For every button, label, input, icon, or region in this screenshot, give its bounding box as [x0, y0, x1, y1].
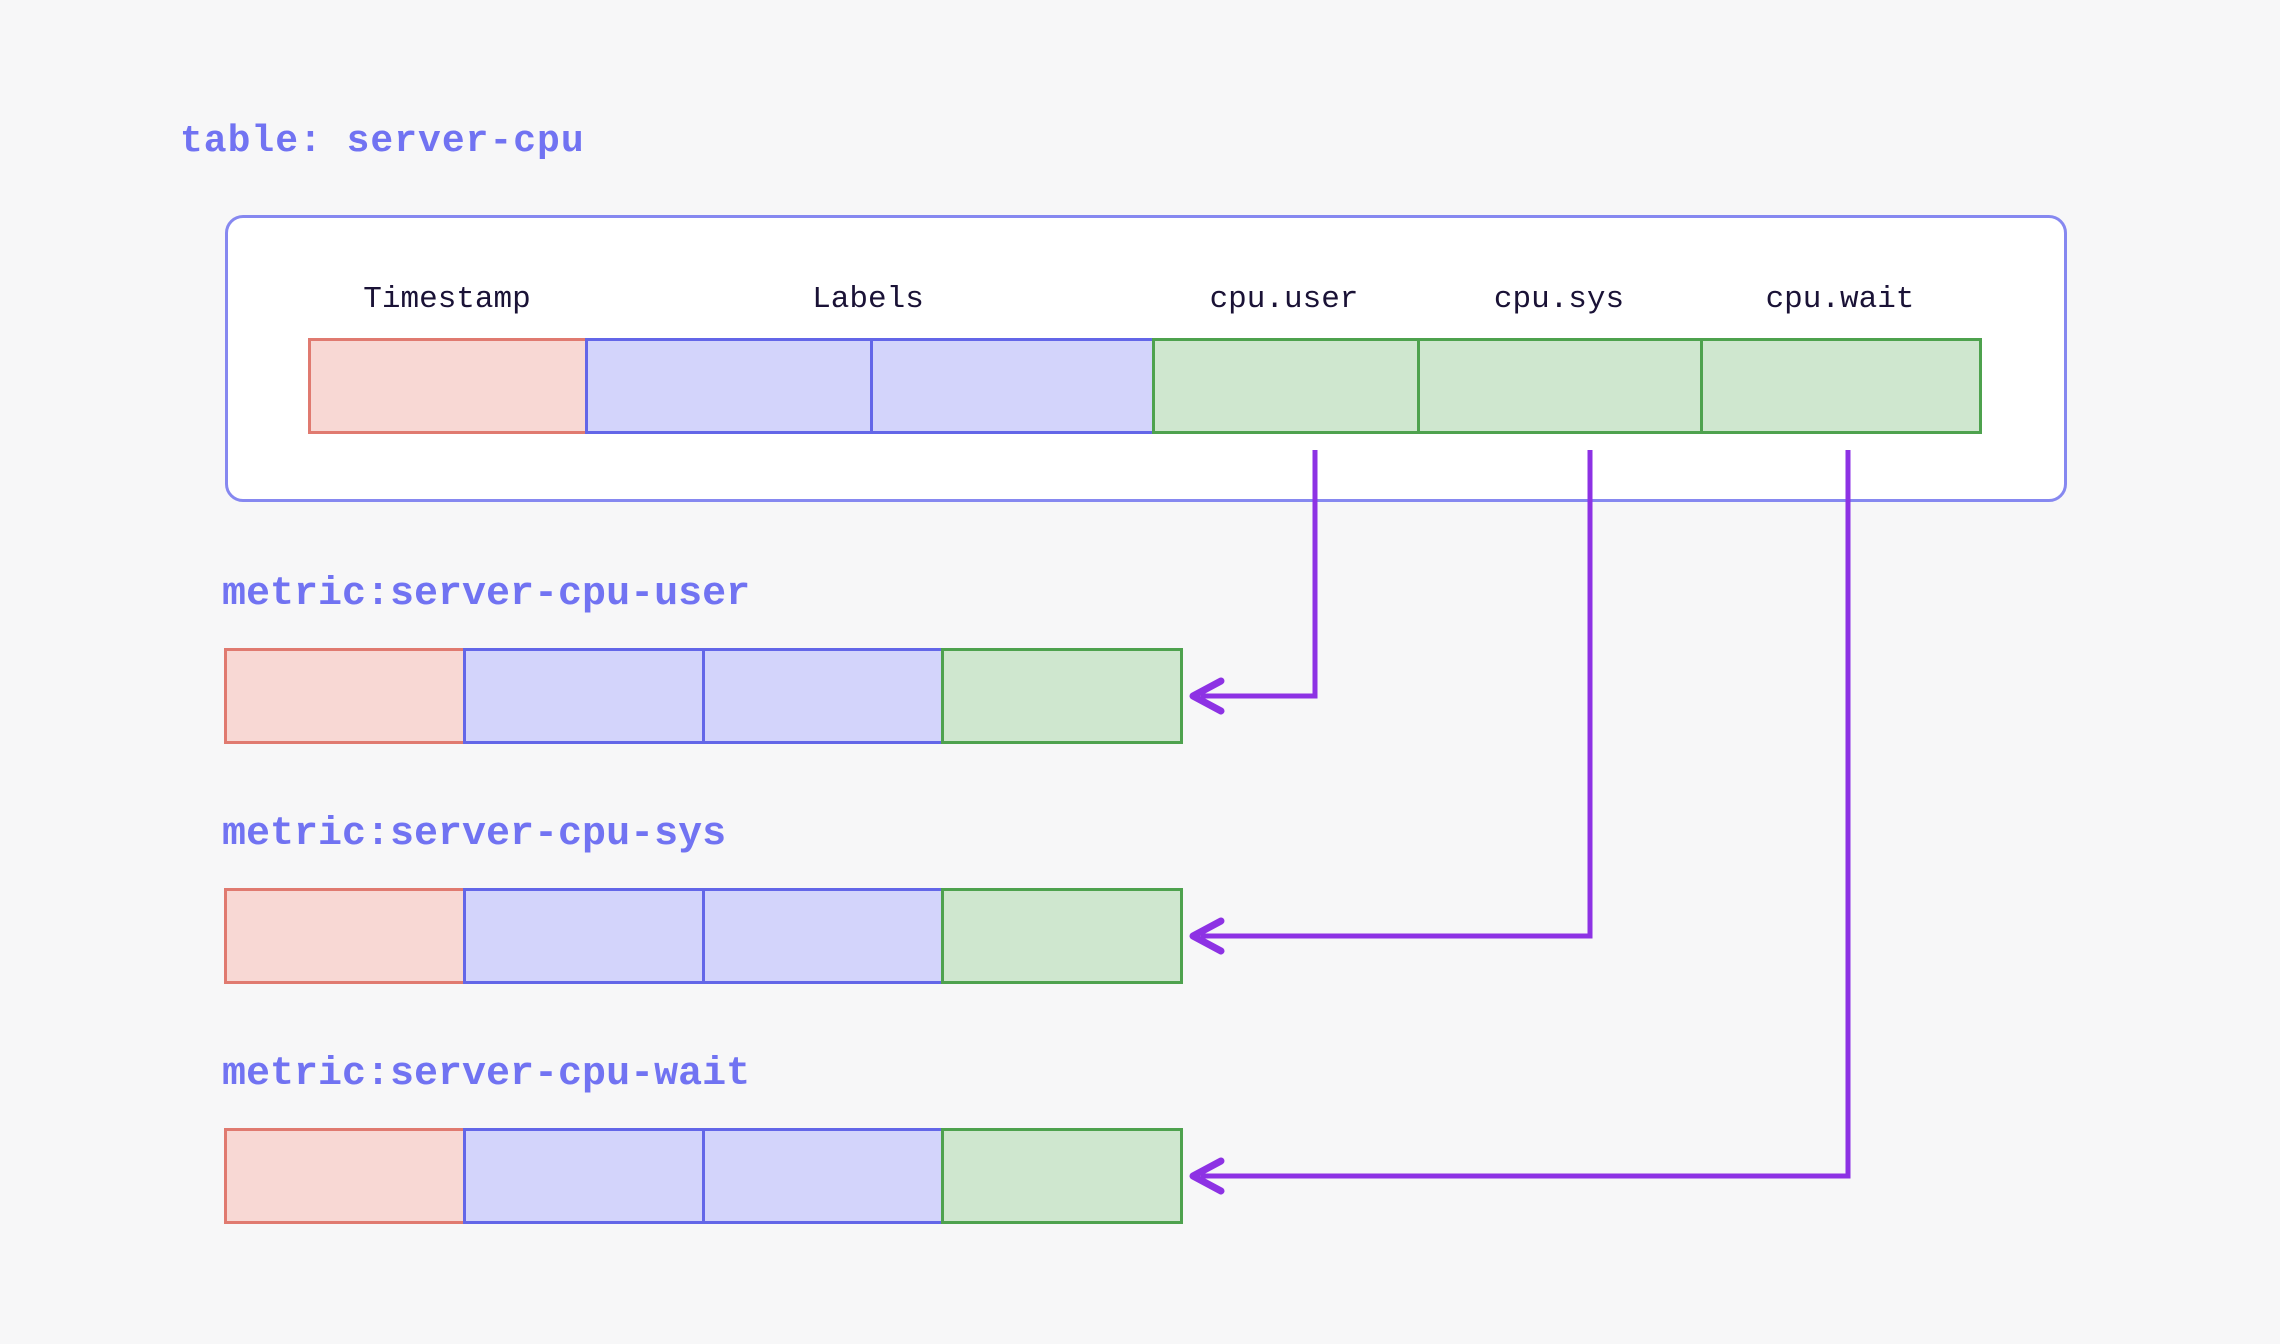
metric-user-cell-timestamp	[224, 648, 466, 744]
metric-wait-cell-timestamp	[224, 1128, 466, 1224]
table-cell-cpu-sys	[1417, 338, 1703, 434]
arrow-cpu-sys	[1201, 450, 1593, 939]
arrowhead-cpu-user-icon	[1189, 677, 1225, 715]
metric-wait-cell-label-2	[702, 1128, 944, 1224]
arrowhead-cpu-sys-icon	[1189, 917, 1225, 955]
table-cell-cpu-user	[1152, 338, 1420, 434]
column-header-cpu-wait: cpu.wait	[1765, 282, 1915, 317]
column-header-cpu-user: cpu.user	[1209, 282, 1359, 317]
metric-sys-cell-label-1	[463, 888, 705, 984]
table-cell-label-2	[870, 338, 1155, 434]
metric-label-user: metric:server-cpu-user	[222, 572, 751, 617]
column-header-timestamp: Timestamp	[363, 282, 531, 317]
table-cell-cpu-wait	[1700, 338, 1982, 434]
metric-label-wait: metric:server-cpu-wait	[222, 1052, 751, 1097]
metric-wait-cell-label-1	[463, 1128, 705, 1224]
metric-user-cell-label-1	[463, 648, 705, 744]
metric-user-cell-label-2	[702, 648, 944, 744]
metric-user-cell-value	[941, 648, 1183, 744]
metric-label-sys: metric:server-cpu-sys	[222, 812, 727, 857]
metric-sys-cell-label-2	[702, 888, 944, 984]
metric-wait-cell-value	[941, 1128, 1183, 1224]
table-title: table: server-cpu	[180, 120, 585, 163]
arrow-cpu-wait	[1201, 450, 1851, 1179]
metric-sys-cell-timestamp	[224, 888, 466, 984]
column-header-cpu-sys: cpu.sys	[1493, 282, 1625, 317]
table-cell-label-1	[585, 338, 873, 434]
table-cell-timestamp	[308, 338, 588, 434]
column-header-labels: Labels	[812, 282, 924, 317]
metric-sys-cell-value	[941, 888, 1183, 984]
arrowhead-cpu-wait-icon	[1189, 1157, 1225, 1195]
